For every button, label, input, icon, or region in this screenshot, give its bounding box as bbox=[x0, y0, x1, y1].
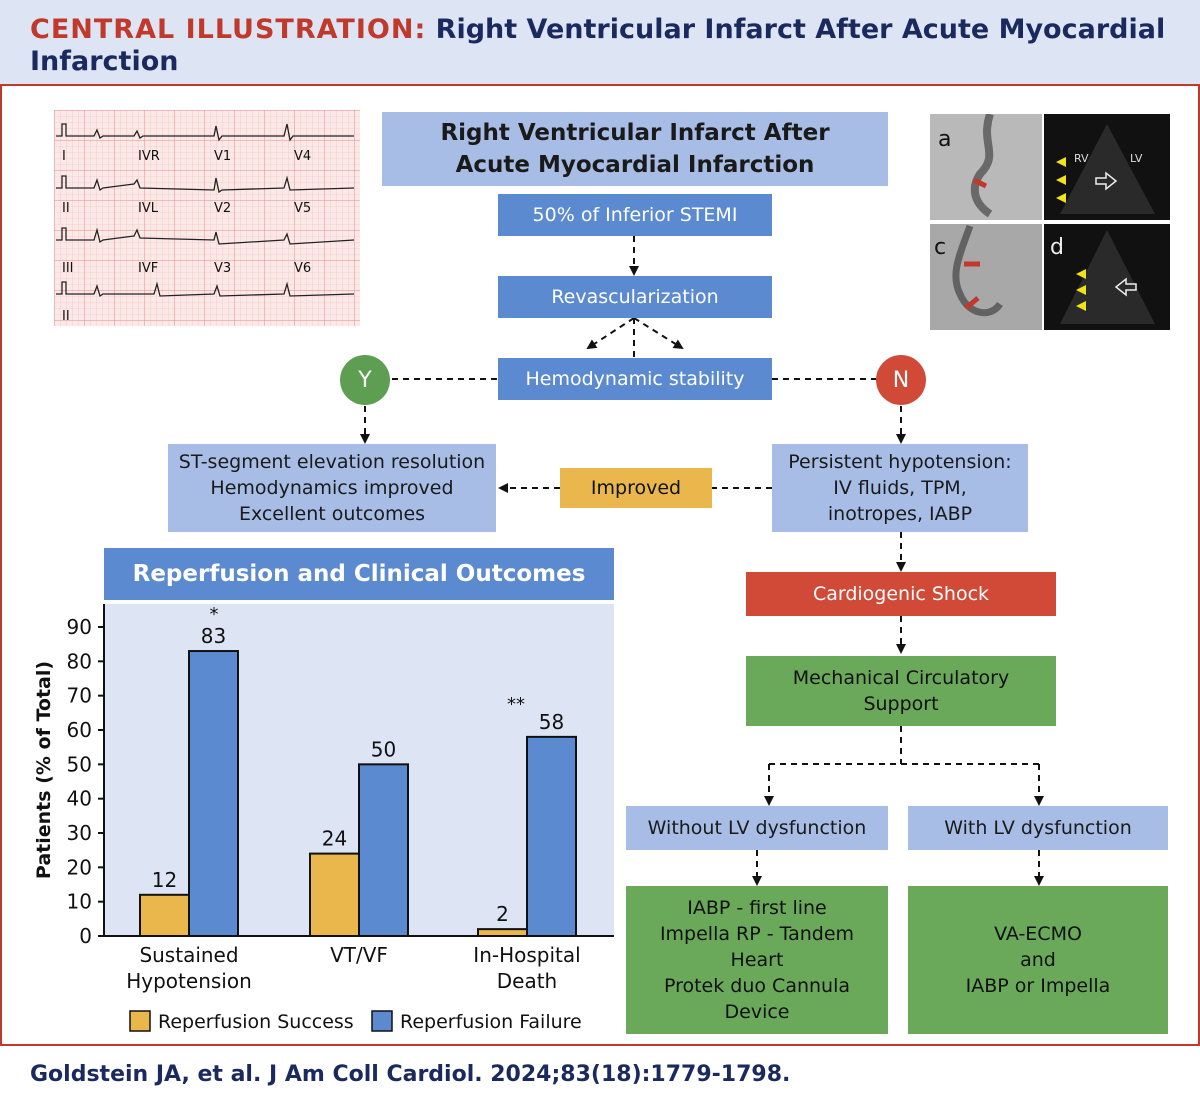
with-lv-text: With LV dysfunction bbox=[944, 817, 1132, 839]
persistent-hypotension-box: Persistent hypotension: IV fluids, TPM, … bbox=[772, 444, 1028, 532]
stemi-text: 50% of Inferior STEMI bbox=[532, 204, 738, 226]
header-title-text: Right Ventricular Infarct After Acute My… bbox=[30, 14, 1166, 77]
image-label-c: c bbox=[934, 235, 946, 260]
therapy-with-lv-box: VA-ECMO and IABP or Impella bbox=[908, 886, 1168, 1034]
therapy-line: Device bbox=[724, 1001, 790, 1023]
hypotension-line: IV fluids, TPM, bbox=[833, 477, 967, 499]
image-label-a: a bbox=[938, 127, 951, 152]
therapy-line: Heart bbox=[730, 949, 784, 971]
therapy-line: Protek duo Cannula bbox=[663, 975, 851, 997]
image-label-d: d bbox=[1050, 235, 1064, 260]
ecg-lead-label: V3 bbox=[214, 261, 231, 276]
improved-text: Improved bbox=[590, 477, 682, 499]
ecg-lead-label: I bbox=[62, 149, 66, 164]
ecg-lead-label: IVF bbox=[138, 261, 158, 276]
ecg-lead-label: II bbox=[62, 309, 70, 324]
therapy-line: Impella RP - Tandem bbox=[659, 923, 855, 945]
good-outcome-line: ST-segment elevation resolution bbox=[178, 451, 486, 473]
without-lv-dysfunction-box: Without LV dysfunction bbox=[626, 806, 888, 850]
good-outcome-box: ST-segment elevation resolution Hemodyna… bbox=[168, 444, 496, 532]
echo-label-rv: RV bbox=[1074, 152, 1089, 165]
ecg-lead-label: V6 bbox=[294, 261, 311, 276]
ecg-lead-label: V1 bbox=[214, 149, 231, 164]
ecg-lead-label: V5 bbox=[294, 201, 311, 216]
therapy-line: IABP - first line bbox=[687, 897, 827, 919]
stemi-box: 50% of Inferior STEMI bbox=[498, 194, 772, 236]
chart-title: Reperfusion and Clinical Outcomes bbox=[104, 548, 614, 600]
cardiogenic-shock-text: Cardiogenic Shock bbox=[812, 583, 990, 605]
mcs-box: Mechanical Circulatory Support bbox=[746, 656, 1056, 726]
citation: Goldstein JA, et al. J Am Coll Cardiol. … bbox=[30, 1062, 791, 1087]
revascularization-box: Revascularization bbox=[498, 276, 772, 318]
no-label: N bbox=[892, 367, 910, 393]
yes-label: Y bbox=[358, 367, 372, 393]
ecg-lead-label: IVL bbox=[138, 201, 159, 216]
header-title: CENTRAL ILLUSTRATION: Right Ventricular … bbox=[30, 14, 1170, 78]
revascularization-text: Revascularization bbox=[551, 286, 719, 308]
echo-label-lv: LV bbox=[1130, 152, 1143, 165]
hypotension-line: inotropes, IABP bbox=[827, 503, 973, 525]
therapy-without-lv-box: IABP - first line Impella RP - Tandem He… bbox=[626, 886, 888, 1034]
ecg-tracing-image: I IVR V1 V4 II IVL V2 V5 III IVF V3 V6 I… bbox=[54, 110, 360, 326]
ecg-lead-label: IVR bbox=[138, 149, 160, 164]
therapy-line: and bbox=[1020, 949, 1056, 971]
therapy-line: VA-ECMO bbox=[994, 923, 1082, 945]
good-outcome-line: Hemodynamics improved bbox=[210, 477, 454, 499]
ecg-lead-label: III bbox=[62, 261, 74, 276]
content-frame bbox=[0, 86, 1200, 1046]
hemodynamic-stability-text: Hemodynamic stability bbox=[525, 368, 745, 390]
ecg-lead-label: II bbox=[62, 201, 70, 216]
hypotension-line: Persistent hypotension: bbox=[788, 451, 1012, 473]
flow-title-box: Right Ventricular Infarct After Acute My… bbox=[382, 112, 888, 186]
good-outcome-line: Excellent outcomes bbox=[238, 503, 426, 525]
ecg-lead-label: V4 bbox=[294, 149, 311, 164]
with-lv-dysfunction-box: With LV dysfunction bbox=[908, 806, 1168, 850]
improved-box: Improved bbox=[560, 468, 712, 508]
without-lv-text: Without LV dysfunction bbox=[647, 817, 867, 839]
header-banner: CENTRAL ILLUSTRATION: Right Ventricular … bbox=[0, 0, 1200, 86]
therapy-line: IABP or Impella bbox=[965, 975, 1111, 997]
no-circle: N bbox=[876, 355, 926, 405]
header-label: CENTRAL ILLUSTRATION: bbox=[30, 14, 427, 45]
hemodynamic-stability-box: Hemodynamic stability bbox=[498, 358, 772, 400]
ecg-lead-label: V2 bbox=[214, 201, 231, 216]
cardiogenic-shock-box: Cardiogenic Shock bbox=[746, 572, 1056, 616]
flow-title-text: Right Ventricular Infarct After Acute My… bbox=[440, 120, 830, 178]
mcs-line: Mechanical Circulatory bbox=[792, 667, 1010, 689]
mcs-line: Support bbox=[863, 693, 939, 715]
yes-circle: Y bbox=[340, 355, 390, 405]
chart-panel bbox=[104, 604, 614, 936]
angiography-echo-images: a RV LV c d bbox=[930, 114, 1170, 330]
